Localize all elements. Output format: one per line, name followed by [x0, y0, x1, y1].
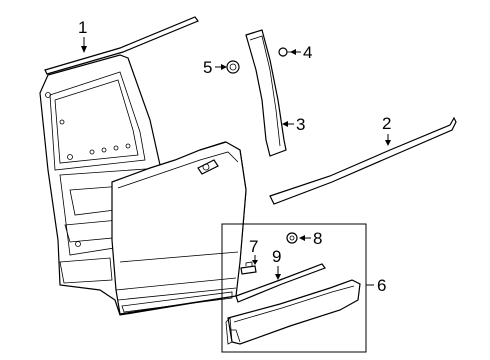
- part-9-moulding-strip: [235, 263, 326, 303]
- part-6-lower-garnish: [225, 279, 361, 345]
- svg-text:6: 6: [377, 276, 386, 295]
- callout-4: 4: [290, 43, 312, 62]
- svg-text:9: 9: [272, 247, 281, 266]
- callout-3: 3: [282, 115, 305, 134]
- part-3-pillar-applique: [245, 29, 287, 157]
- part-2-belt-moulding: [269, 116, 457, 205]
- callout-5: 5: [203, 58, 227, 77]
- callout-1: 1: [78, 18, 87, 53]
- callout-8: 8: [299, 229, 322, 248]
- inset-box-6: [221, 223, 367, 353]
- rear-door-assembly: [39, 54, 247, 316]
- svg-text:1: 1: [78, 18, 87, 37]
- svg-text:5: 5: [203, 58, 212, 77]
- callout-6: 6: [366, 276, 386, 295]
- part-7-clip: [240, 261, 257, 275]
- callout-7: 7: [249, 237, 258, 265]
- callout-2: 2: [382, 114, 391, 146]
- svg-text:7: 7: [249, 237, 258, 256]
- svg-text:4: 4: [303, 43, 312, 62]
- part-8-push-clip: [286, 232, 298, 244]
- svg-text:2: 2: [382, 114, 391, 133]
- callout-9: 9: [272, 247, 281, 280]
- svg-text:3: 3: [296, 115, 305, 134]
- part-5-clip: [226, 60, 240, 74]
- svg-text:8: 8: [313, 229, 322, 248]
- part-1-upper-moulding: [44, 16, 199, 75]
